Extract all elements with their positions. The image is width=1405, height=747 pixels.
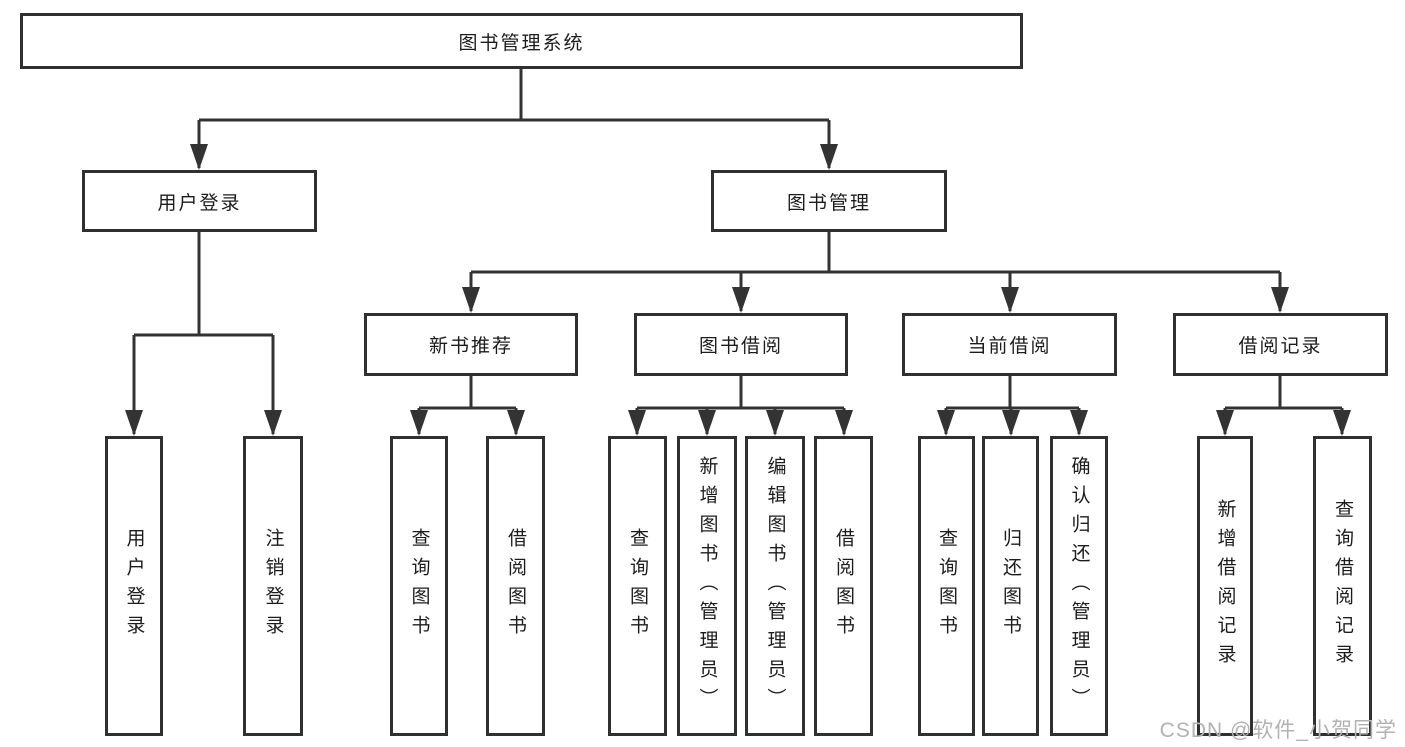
connector-user-login-to-leaves [132, 232, 275, 434]
arrowhead [507, 410, 525, 436]
node-user-login-label: 用户登录 [157, 192, 242, 214]
connector-book-borrow-to-leaves [635, 376, 846, 434]
arrowhead [1002, 410, 1020, 436]
node-current-borrow-label: 当前借阅 [967, 336, 1052, 357]
leaf-edit-book-admin: 编辑图书（管理员） [745, 436, 805, 736]
node-borrow-records: 借阅记录 [1173, 313, 1388, 376]
leaf-query-borrow-record-label: 查询借阅记录 [1332, 499, 1353, 673]
arrowhead [1216, 410, 1234, 436]
node-book-management: 图书管理 [711, 170, 947, 232]
arrowheads [125, 144, 1351, 436]
arrowhead [190, 144, 208, 170]
arrowhead [698, 410, 716, 436]
csdn-watermark: CSDN @软件_小贺同学 [1159, 719, 1397, 742]
leaf-query-books-recommend: 查询图书 [390, 436, 448, 736]
leaf-add-borrow-record: 新增借阅记录 [1197, 436, 1253, 736]
arrowhead [264, 410, 282, 436]
leaf-return-book-label: 归还图书 [1000, 528, 1021, 644]
leaf-query-books-borrow-label: 查询图书 [627, 528, 648, 644]
arrowhead [937, 410, 955, 436]
arrowhead [1333, 410, 1351, 436]
node-new-book-recommend: 新书推荐 [364, 313, 578, 376]
node-book-management-label: 图书管理 [786, 192, 871, 214]
leaf-user-login-label: 用户登录 [123, 528, 145, 644]
leaf-edit-book-admin-label: 编辑图书（管理员） [764, 455, 786, 717]
leaf-user-login: 用户登录 [105, 436, 163, 736]
node-borrow-records-label: 借阅记录 [1238, 336, 1323, 357]
connector-root-to-level2 [197, 69, 831, 168]
arrowhead [462, 287, 480, 313]
leaf-logout: 注销登录 [243, 436, 303, 736]
leaf-add-book-admin-label: 新增图书（管理员） [696, 455, 718, 717]
leaf-borrow-books-recommend-label: 借阅图书 [505, 528, 526, 644]
node-user-login: 用户登录 [82, 170, 317, 232]
leaf-query-books-borrow: 查询图书 [608, 436, 667, 736]
connector-borrow-record-to-leaves [1223, 376, 1344, 434]
arrowhead [1070, 410, 1088, 436]
leaf-confirm-return-admin: 确认归还（管理员） [1050, 436, 1108, 736]
arrowhead [766, 410, 784, 436]
node-book-borrow: 图书借阅 [634, 313, 848, 376]
leaf-add-book-admin: 新增图书（管理员） [677, 436, 737, 736]
arrowhead [125, 410, 143, 436]
leaf-query-books-current: 查询图书 [918, 436, 975, 736]
node-new-book-recommend-label: 新书推荐 [428, 336, 513, 357]
arrowhead [835, 410, 853, 436]
leaf-add-borrow-record-label: 新增借阅记录 [1214, 499, 1236, 673]
leaf-query-borrow-record: 查询借阅记录 [1313, 436, 1372, 736]
leaf-logout-label: 注销登录 [262, 528, 284, 644]
arrowhead [732, 287, 750, 313]
arrowhead [820, 144, 838, 170]
arrowhead [410, 410, 428, 436]
leaf-query-books-current-label: 查询图书 [936, 528, 957, 644]
node-root-label: 图书管理系统 [458, 32, 585, 54]
leaf-borrow-books-recommend: 借阅图书 [486, 436, 545, 736]
connector-new-book-to-leaves [417, 376, 518, 434]
leaf-borrow-books-borrow: 借阅图书 [814, 436, 873, 736]
leaf-borrow-books-borrow-label: 借阅图书 [833, 528, 854, 644]
arrowhead [1001, 287, 1019, 313]
connector-book-mgmt-to-level3 [469, 232, 1282, 311]
node-book-borrow-label: 图书借阅 [698, 336, 783, 357]
node-root: 图书管理系统 [20, 13, 1023, 69]
leaf-confirm-return-admin-label: 确认归还（管理员） [1068, 455, 1090, 717]
arrowhead [1271, 287, 1289, 313]
node-current-borrow: 当前借阅 [902, 313, 1117, 376]
leaf-return-book: 归还图书 [982, 436, 1039, 736]
leaf-query-books-recommend-label: 查询图书 [408, 528, 430, 644]
arrowhead [628, 410, 646, 436]
